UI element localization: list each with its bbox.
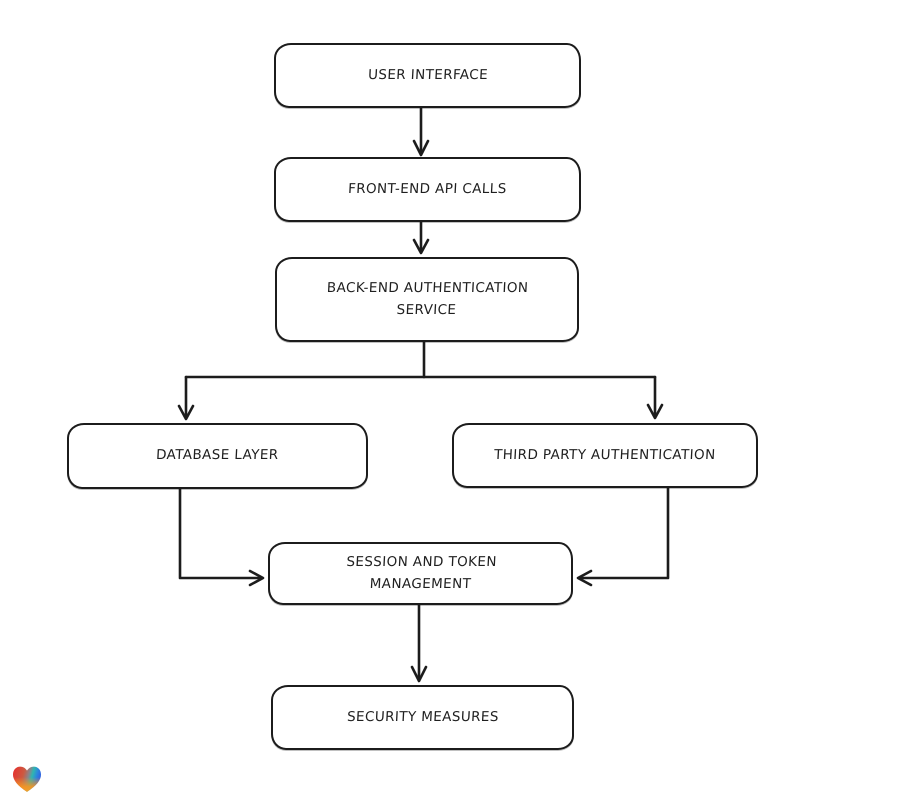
- node-security-measures-label: SECURITY MEASURES: [346, 708, 499, 725]
- edge-session-to-security: [410, 602, 428, 683]
- node-security-measures: SECURITY MEASURES: [271, 685, 574, 750]
- node-third-party-authentication-label: THIRD PARTY AUTHENTICATION: [493, 446, 717, 463]
- node-user-interface: USER INTERFACE: [274, 43, 581, 108]
- node-third-party-authentication: THIRD PARTY AUTHENTICATION: [452, 423, 758, 488]
- node-database-layer: DATABASE LAYER: [67, 423, 368, 489]
- edge-ui-to-frontend: [412, 105, 430, 157]
- edge-thirdparty-to-session: [576, 485, 670, 587]
- node-back-end-auth-service: BACK-END AUTHENTICATION SERVICE: [275, 257, 579, 342]
- node-front-end-api-calls-label: FRONT-END API CALLS: [347, 180, 508, 197]
- node-back-end-auth-service-label: BACK-END AUTHENTICATION SERVICE: [326, 279, 529, 318]
- node-database-layer-label: DATABASE LAYER: [155, 447, 280, 464]
- heart-icon: [12, 766, 42, 792]
- node-session-token-management: SESSION AND TOKEN MANAGEMENT: [268, 542, 573, 605]
- node-session-token-management-label: SESSION AND TOKEN MANAGEMENT: [345, 553, 497, 592]
- node-user-interface-label: USER INTERFACE: [367, 66, 488, 83]
- edge-database-to-session: [178, 486, 265, 587]
- gradient-heart-logo: [10, 761, 44, 795]
- node-front-end-api-calls: FRONT-END API CALLS: [274, 157, 581, 222]
- edge-backend-branch: [177, 339, 664, 421]
- edge-frontend-to-backend: [412, 219, 430, 255]
